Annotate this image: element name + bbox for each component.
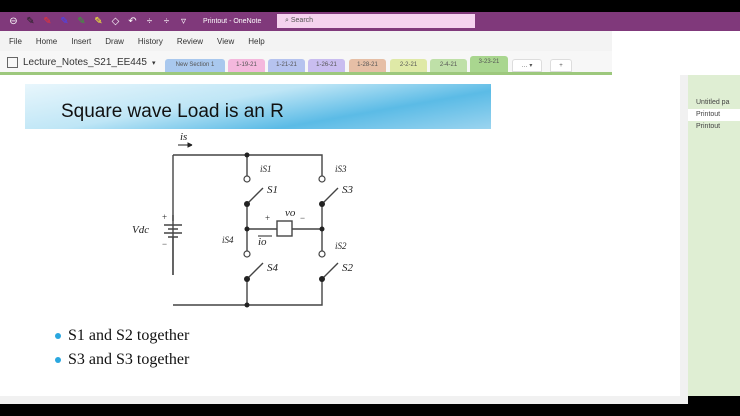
label-s4: S4 bbox=[267, 262, 279, 274]
bullet-text: S1 and S2 together bbox=[68, 327, 190, 344]
notebook-icon bbox=[7, 57, 18, 68]
label-is2: iS2 bbox=[335, 241, 347, 251]
label-is4: iS4 bbox=[222, 235, 234, 245]
label-is1: iS1 bbox=[260, 164, 272, 174]
bullet-text: S3 and S3 together bbox=[68, 351, 190, 368]
label-vo: vo bbox=[285, 207, 296, 219]
eraser-icon[interactable]: ◇ bbox=[111, 16, 120, 27]
label-s2: S2 bbox=[342, 262, 354, 274]
bullet-item: S1 and S2 together bbox=[55, 327, 189, 345]
menu-file[interactable]: File bbox=[9, 36, 22, 46]
add-section-button[interactable]: + bbox=[550, 59, 572, 72]
svg-text:+: + bbox=[162, 212, 167, 222]
ribbon-right bbox=[612, 31, 740, 75]
svg-text:+: + bbox=[265, 213, 270, 223]
label-s3: S3 bbox=[342, 184, 354, 196]
tab-section[interactable]: 1-21-21 bbox=[268, 59, 305, 72]
menu-review[interactable]: Review bbox=[176, 36, 204, 46]
pen-blue-icon[interactable]: ✎ bbox=[60, 16, 69, 27]
label-is3: iS3 bbox=[335, 164, 347, 174]
pen-red-icon[interactable]: ✎ bbox=[43, 16, 52, 27]
back-icon[interactable]: ⊖ bbox=[9, 16, 18, 27]
bullet-item: S3 and S3 together bbox=[55, 351, 189, 369]
insert-space-icon[interactable]: ÷ bbox=[146, 16, 153, 27]
tab-section[interactable]: 2-4-21 bbox=[430, 59, 467, 72]
tab-section[interactable]: 1-26-21 bbox=[308, 59, 345, 72]
tab-section[interactable]: New Section 1 bbox=[165, 59, 225, 72]
menu-help[interactable]: Help bbox=[248, 36, 265, 46]
undo-icon[interactable]: ↶ bbox=[128, 16, 137, 27]
chevron-down-icon: ▾ bbox=[151, 59, 156, 67]
slide-banner bbox=[25, 84, 491, 129]
inverter-circuit-diagram: is Vdc vo io S1 S2 S3 S4 iS1 iS2 iS3 iS4… bbox=[132, 131, 354, 308]
tab-section[interactable]: 2-2-21 bbox=[390, 59, 427, 72]
notebook-selector[interactable]: Lecture_Notes_S21_EE445 ▾ bbox=[7, 57, 156, 68]
vertical-scrollbar[interactable] bbox=[680, 75, 688, 396]
search-input[interactable]: ⌕ Search bbox=[277, 14, 475, 28]
label-io: io bbox=[258, 236, 267, 248]
search-placeholder: Search bbox=[290, 17, 314, 24]
page-item[interactable]: Untitled pa bbox=[696, 99, 730, 106]
label-is: is bbox=[180, 131, 187, 143]
more-sections-button[interactable]: … ▾ bbox=[512, 59, 542, 72]
pen-black-icon[interactable]: ✎ bbox=[26, 16, 35, 27]
tab-section[interactable]: 3-23-21 bbox=[470, 56, 508, 72]
slide-title: Square wave Load is an R bbox=[61, 101, 284, 122]
search-icon: ⌕ bbox=[285, 17, 291, 24]
horizontal-scrollbar[interactable] bbox=[0, 396, 688, 404]
svg-text:−: − bbox=[300, 213, 305, 223]
menu-history[interactable]: History bbox=[137, 36, 163, 46]
insert-space-2-icon[interactable]: ÷ bbox=[163, 16, 170, 27]
highlighter-icon[interactable]: ✎ bbox=[94, 16, 103, 27]
menu-view[interactable]: View bbox=[217, 36, 235, 46]
page-item[interactable]: Printout bbox=[688, 109, 740, 121]
title-bar: ⊖ ✎ ✎ ✎ ✎ ✎ ◇ ↶ ÷ ÷ ▿ Printout - OneNote… bbox=[0, 12, 740, 31]
customize-icon[interactable]: ▿ bbox=[180, 16, 187, 27]
page-item[interactable]: Printout bbox=[696, 123, 721, 130]
menu-insert[interactable]: Insert bbox=[71, 36, 92, 46]
svg-text:−: − bbox=[162, 239, 167, 249]
label-s1: S1 bbox=[267, 184, 278, 196]
bullet-list: S1 and S2 together S3 and S3 together bbox=[55, 327, 189, 375]
label-vdc: Vdc bbox=[132, 224, 149, 236]
window-title: Printout - OneNote bbox=[203, 18, 262, 25]
pen-green-icon[interactable]: ✎ bbox=[77, 16, 86, 27]
page-canvas: Square wave Load is an R S1 and S2 toget… bbox=[0, 75, 680, 396]
menu-bar: File Home Insert Draw History Review Vie… bbox=[0, 31, 612, 51]
menu-home[interactable]: Home bbox=[35, 36, 58, 46]
bullet-icon bbox=[55, 333, 61, 339]
notebook-name: Lecture_Notes_S21_EE445 bbox=[23, 57, 147, 68]
menu-draw[interactable]: Draw bbox=[105, 36, 124, 46]
bullet-icon bbox=[55, 357, 61, 363]
tab-section[interactable]: 1-28-21 bbox=[349, 59, 386, 72]
tab-section[interactable]: 1-19-21 bbox=[228, 59, 265, 72]
